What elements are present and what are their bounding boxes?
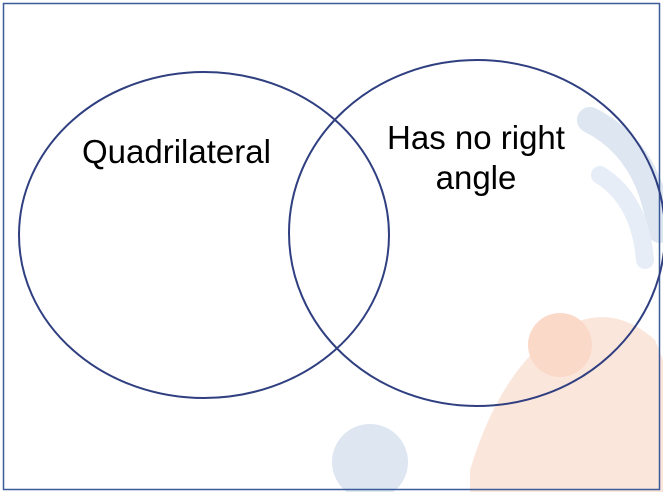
watermark-dot	[332, 424, 408, 492]
watermark-figure	[470, 317, 663, 492]
right-set-label-line1: Has no right	[387, 119, 565, 156]
watermark-arc-inner	[591, 166, 654, 269]
watermark-head	[528, 313, 592, 377]
right-set-label: Has no right angle	[368, 118, 584, 198]
right-set-circle	[288, 59, 663, 407]
watermark-logo	[332, 107, 663, 492]
left-set-label: Quadrilateral	[82, 133, 271, 170]
right-set-label-line2: angle	[435, 159, 517, 196]
watermark-arc-outer	[577, 107, 663, 243]
left-set-circle	[18, 71, 390, 399]
